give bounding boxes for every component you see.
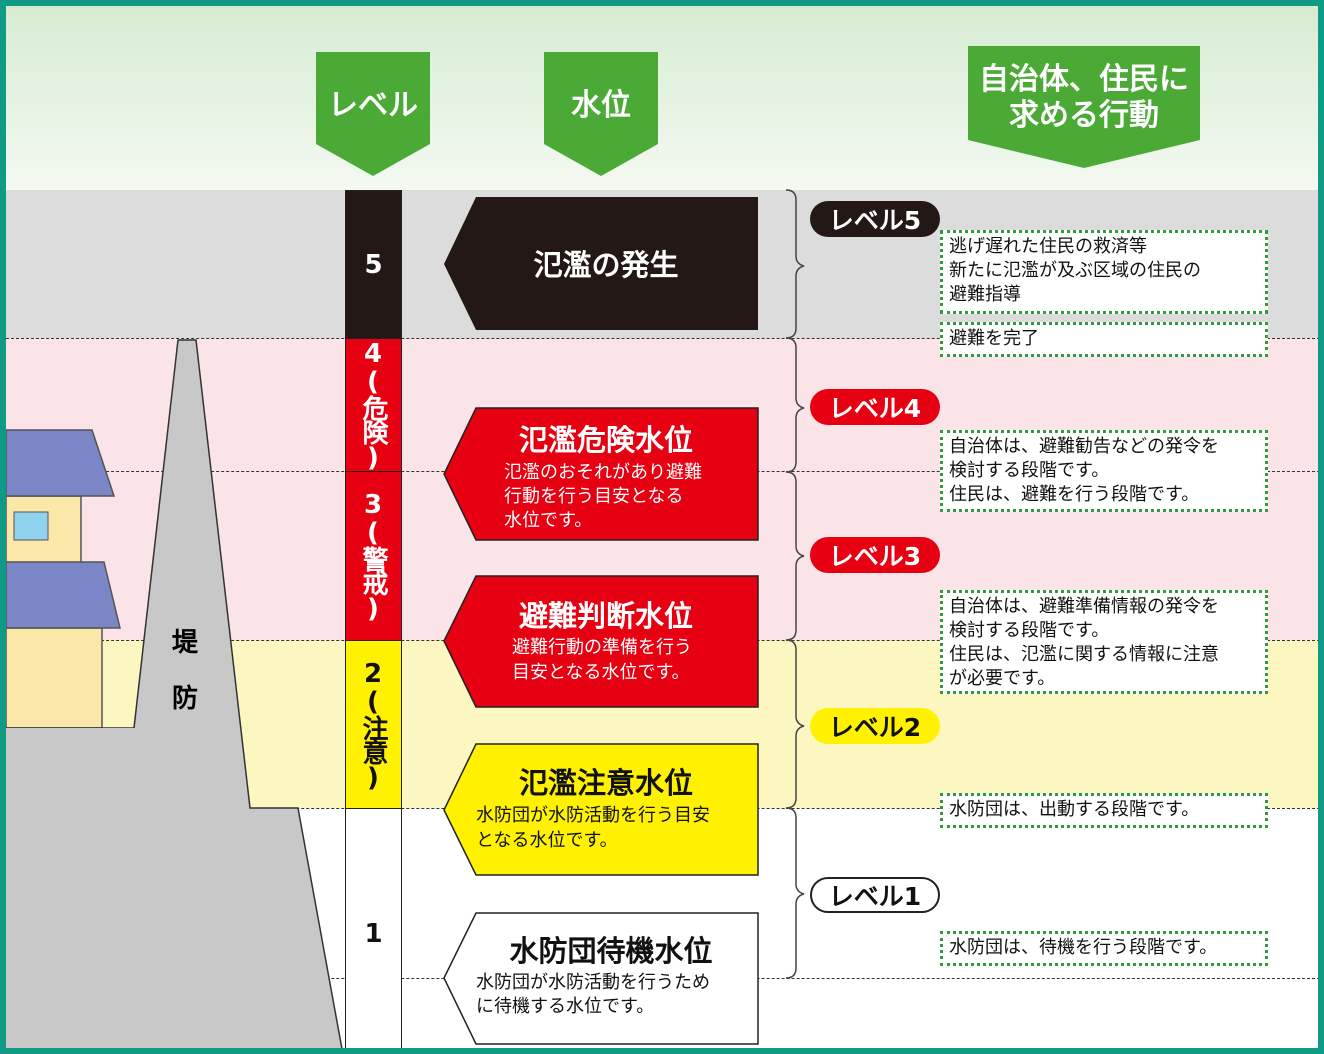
level-2-label: 2(注意) — [358, 658, 388, 791]
action-level1: 水防団は、待機を行う段階です。 — [940, 931, 1268, 966]
action-level4: 自治体は、避難勧告などの発令を 検討する段階です。 住民は、避難を行う段階です。 — [940, 430, 1268, 512]
house-window — [13, 511, 49, 541]
badge-level1: レベル1 — [810, 877, 940, 913]
house-roof-lower — [6, 561, 121, 629]
house-and-levee-illustration — [6, 339, 343, 1048]
water-level-boxes — [443, 197, 759, 1045]
action-level3-line2: 検討する段階です。 — [949, 620, 1110, 641]
levee-label-char-2: 防 — [172, 684, 199, 714]
danger-desc-1: 氾濫のおそれがあり避難 — [504, 462, 702, 483]
action-level3-line3: 住民は、氾濫に関する情報に注意 — [949, 644, 1219, 665]
action-level4-line2: 検討する段階です。 — [949, 460, 1110, 481]
action-level3: 自治体は、避難準備情報の発令を 検討する段階です。 住民は、氾濫に関する情報に注… — [940, 590, 1268, 694]
level-5-cell: 5 — [345, 190, 402, 340]
bracket-level4 — [785, 337, 805, 473]
level-4-cell: 4(危険) — [345, 338, 402, 472]
standby-desc-1: 水防団が水防活動を行うため — [476, 972, 710, 993]
header-water-label: 水位 — [571, 88, 631, 123]
level-3-cell: 3(警戒) — [345, 471, 402, 641]
level-3-label: 3(警戒) — [358, 490, 388, 622]
standby-title: 水防団待機水位 — [509, 934, 713, 968]
bracket-level3 — [785, 471, 805, 641]
action-level1-text: 水防団は、待機を行う段階です。 — [949, 937, 1218, 958]
action-level5-line3: 避難指導 — [949, 284, 1021, 305]
header-action-label-line1: 自治体、住民に — [979, 62, 1189, 97]
standby-box — [443, 912, 759, 1045]
house-roof-upper — [6, 429, 116, 497]
level-2-cell: 2(注意) — [345, 640, 402, 809]
header-level-label: レベル — [328, 88, 418, 123]
header-water-arrow — [544, 52, 658, 176]
badge-level2: レベル2 — [810, 708, 940, 744]
caution-title: 氾濫注意水位 — [518, 766, 693, 800]
evac-box — [443, 575, 759, 708]
level-4-label: 4(危険) — [358, 339, 388, 471]
level-5-label: 5 — [364, 250, 383, 280]
action-level3-line1: 自治体は、避難準備情報の発令を — [949, 596, 1219, 617]
action-level5-line2: 新たに氾濫が及ぶ区域の住民の — [949, 260, 1201, 281]
action-level4-line1: 自治体は、避難勧告などの発令を — [949, 436, 1219, 457]
action-level2-text: 水防団は、出動する段階です。 — [949, 799, 1200, 820]
caution-box — [443, 743, 759, 876]
caution-desc-2: となる水位です。 — [476, 830, 618, 851]
badge-level3: レベル3 — [810, 537, 940, 573]
danger-desc-3: 水位です。 — [504, 510, 593, 531]
bracket-level5 — [785, 189, 805, 339]
caution-desc-1: 水防団が水防活動を行う目安 — [476, 805, 710, 826]
danger-title: 氾濫危険水位 — [518, 423, 693, 457]
action-level5: 逃げ遅れた住民の救済等 新たに氾濫が及ぶ区域の住民の 避難指導 — [940, 230, 1268, 314]
standby-desc-2: に待機する水位です。 — [476, 996, 655, 1017]
flood-title: 氾濫の発生 — [533, 248, 679, 282]
evac-desc-1: 避難行動の準備を行う — [512, 637, 692, 658]
badge-level4: レベル4 — [810, 389, 940, 425]
badge-level5: レベル5 — [810, 201, 940, 237]
header-level-arrow — [316, 52, 430, 176]
action-evacuation-complete: 避難を完了 — [940, 322, 1268, 357]
flood-box — [444, 197, 758, 330]
line-flood — [6, 338, 1318, 339]
header-action-arrow — [968, 46, 1200, 168]
danger-box — [443, 407, 759, 541]
action-level4-line3: 住民は、避難を行う段階です。 — [949, 484, 1200, 505]
levee-label-char-1: 堤 — [172, 628, 199, 658]
bracket-level2 — [785, 639, 805, 809]
action-level5-line1: 逃げ遅れた住民の救済等 — [949, 236, 1147, 257]
evac-desc-2: 目安となる水位です。 — [512, 662, 690, 683]
bracket-level1 — [785, 807, 805, 979]
level-brackets — [785, 189, 805, 979]
level-1-label: 1 — [364, 919, 383, 949]
house-wall-lower — [6, 627, 103, 729]
header-action-label-line2: 求める行動 — [1009, 98, 1159, 133]
danger-desc-2: 行動を行う目安となる — [504, 486, 684, 507]
action-level2: 水防団は、出動する段階です。 — [940, 793, 1268, 828]
action-level3-line4: が必要です。 — [949, 668, 1056, 689]
evac-title: 避難判断水位 — [518, 599, 693, 633]
level-1-cell: 1 — [345, 808, 402, 1048]
action-evacuation-complete-text: 避難を完了 — [949, 328, 1039, 349]
